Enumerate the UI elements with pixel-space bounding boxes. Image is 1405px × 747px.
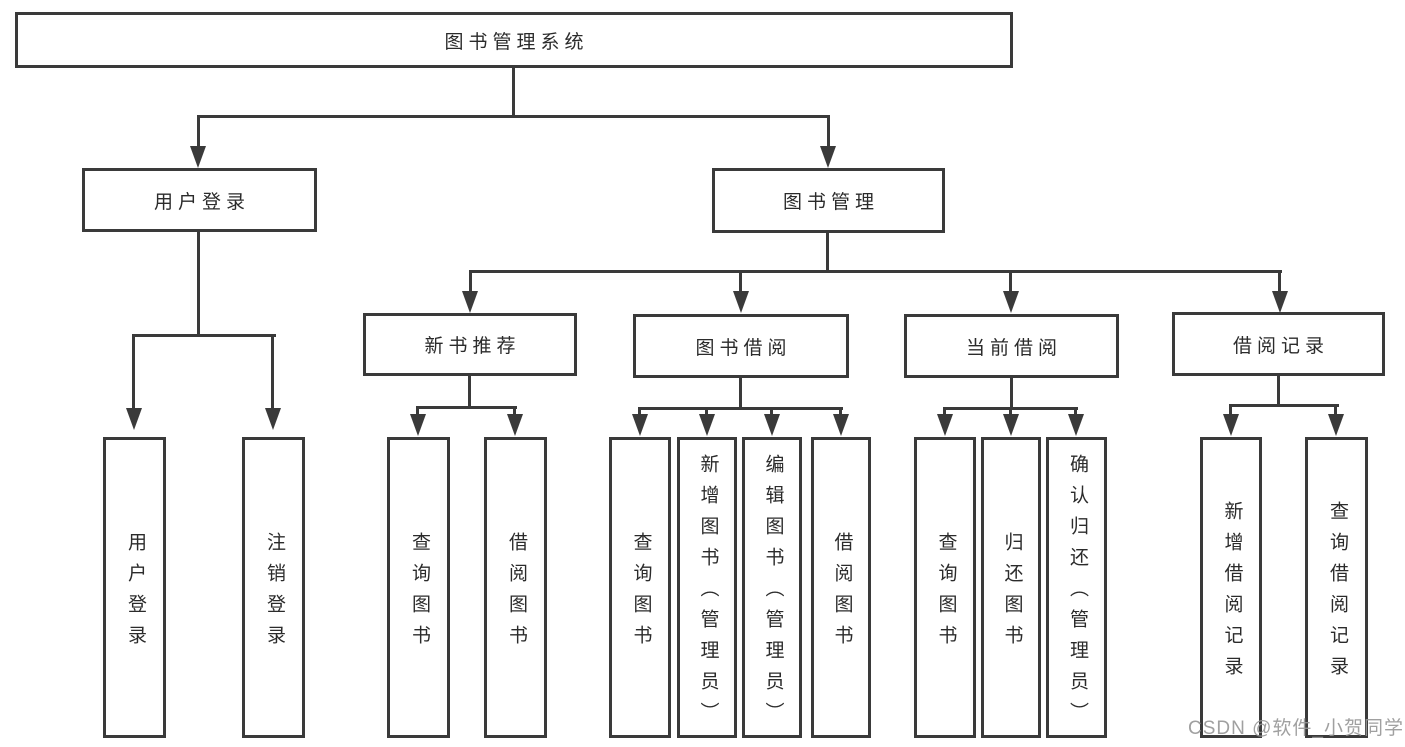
arrow-down-icon	[462, 291, 478, 313]
connector-line	[416, 406, 517, 409]
connector-line	[826, 233, 829, 273]
connector-line	[416, 406, 419, 417]
leaf-label: 查询图书	[935, 531, 957, 656]
connector-line	[1009, 270, 1012, 294]
leaf-borrow-books-recommend: 借阅图书	[484, 437, 547, 738]
leaf-label: 查询图书	[408, 531, 430, 656]
leaf-query-books-current: 查询图书	[914, 437, 976, 738]
node-label: 借阅记录	[1232, 335, 1329, 357]
leaf-label: 归还图书	[1001, 531, 1023, 656]
arrow-down-icon	[507, 414, 523, 436]
leaf-query-borrow-record: 查询借阅记录	[1305, 437, 1368, 738]
connector-line	[132, 334, 276, 337]
node-book-borrowing: 图书借阅	[633, 314, 849, 378]
leaf-edit-book-admin: 编辑图书（管理员）	[742, 437, 802, 738]
leaf-add-borrow-record: 新增借阅记录	[1200, 437, 1262, 738]
leaf-logout: 注销登录	[242, 437, 305, 738]
connector-line	[1229, 404, 1232, 417]
connector-line	[1278, 270, 1281, 294]
arrow-down-icon	[699, 414, 715, 436]
connector-line	[739, 378, 742, 410]
node-label: 图书借阅	[695, 337, 792, 359]
leaf-label: 新增借阅记录	[1221, 500, 1243, 687]
leaf-label: 确认归还（管理员）	[1066, 454, 1088, 733]
connector-line	[638, 407, 641, 417]
connector-line	[271, 334, 274, 411]
connector-line	[513, 406, 516, 417]
connector-line	[943, 407, 946, 417]
connector-line	[197, 115, 200, 148]
node-label: 当前借阅	[965, 337, 1062, 359]
connector-line	[1074, 407, 1077, 417]
arrow-down-icon	[410, 414, 426, 436]
node-label: 图书管理	[782, 192, 879, 213]
connector-line	[512, 68, 515, 118]
node-user-login: 用户登录	[82, 168, 317, 232]
arrow-down-icon	[764, 414, 780, 436]
node-label: 图书管理系统	[444, 31, 589, 53]
node-label: 用户登录	[153, 191, 250, 213]
arrow-down-icon	[733, 291, 749, 313]
arrow-down-icon	[833, 414, 849, 436]
connector-line	[1277, 376, 1280, 407]
arrow-down-icon	[1003, 414, 1019, 436]
leaf-label: 查询借阅记录	[1326, 500, 1348, 687]
connector-line	[839, 407, 842, 417]
leaf-add-book-admin: 新增图书（管理员）	[677, 437, 737, 738]
connector-line	[469, 270, 1282, 273]
node-root-library-system: 图书管理系统	[15, 12, 1013, 68]
connector-line	[468, 376, 471, 409]
leaf-borrow-books-borrowing: 借阅图书	[811, 437, 871, 738]
arrow-down-icon	[1272, 291, 1288, 313]
arrow-down-icon	[1003, 291, 1019, 313]
leaf-user-login: 用户登录	[103, 437, 166, 738]
connector-line	[197, 115, 830, 118]
leaf-return-book: 归还图书	[981, 437, 1041, 738]
connector-line	[1009, 407, 1012, 417]
arrow-down-icon	[632, 414, 648, 436]
arrow-down-icon	[820, 146, 836, 168]
arrow-down-icon	[1068, 414, 1084, 436]
leaf-confirm-return-admin: 确认归还（管理员）	[1046, 437, 1107, 738]
arrow-down-icon	[265, 408, 281, 430]
leaf-label: 编辑图书（管理员）	[762, 454, 784, 733]
connector-line	[197, 232, 200, 337]
arrow-down-icon	[937, 414, 953, 436]
leaf-query-books-recommend: 查询图书	[387, 437, 450, 738]
leaf-label: 注销登录	[263, 531, 285, 656]
connector-line	[827, 115, 830, 148]
leaf-label: 查询图书	[630, 531, 652, 656]
connector-line	[739, 270, 742, 294]
node-book-management: 图书管理	[712, 168, 945, 233]
arrow-down-icon	[1223, 414, 1239, 436]
connector-line	[1229, 404, 1339, 407]
connector-line	[132, 334, 135, 411]
arrow-down-icon	[190, 146, 206, 168]
csdn-watermark: CSDN @软件_小贺同学	[1188, 718, 1404, 739]
leaf-label: 借阅图书	[505, 531, 527, 656]
connector-line	[705, 407, 708, 417]
arrow-down-icon	[1328, 414, 1344, 436]
leaf-query-books-borrowing: 查询图书	[609, 437, 671, 738]
node-borrowing-records: 借阅记录	[1172, 312, 1385, 376]
connector-line	[638, 407, 843, 410]
connector-line	[469, 270, 472, 294]
node-current-borrowing: 当前借阅	[904, 314, 1119, 378]
arrow-down-icon	[126, 408, 142, 430]
leaf-label: 新增图书（管理员）	[697, 454, 719, 733]
node-label: 新书推荐	[424, 336, 521, 357]
connector-line	[1334, 404, 1337, 417]
connector-line	[770, 407, 773, 417]
connector-line	[1010, 378, 1013, 410]
leaf-label: 用户登录	[124, 531, 146, 656]
node-new-book-recommend: 新书推荐	[363, 313, 577, 376]
leaf-label: 借阅图书	[831, 531, 853, 656]
